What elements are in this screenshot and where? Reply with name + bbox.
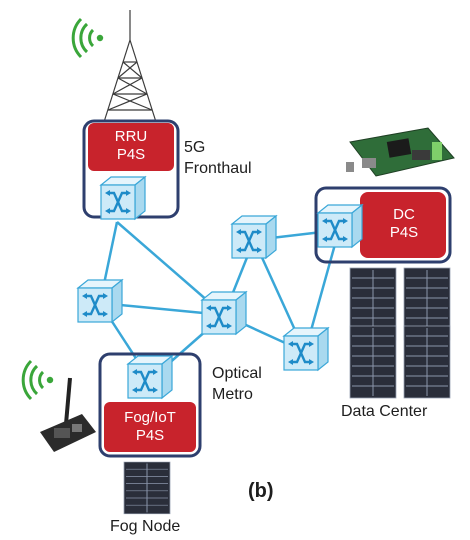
server-rack-icon <box>123 461 171 515</box>
fog-node-label: Fog Node <box>110 518 181 535</box>
rru-p4s-label: RRU P4S <box>88 128 174 164</box>
switch-icon <box>76 278 124 324</box>
switch-icon <box>200 290 248 336</box>
data-center-label: Data Center <box>341 403 428 420</box>
dc-region <box>314 186 452 264</box>
switch-icon <box>99 175 147 221</box>
metro-label-line2: Metro <box>212 386 253 403</box>
wireless-signal-icon <box>71 17 105 59</box>
server-rack-icon <box>349 267 451 399</box>
radio-tower-icon <box>103 10 157 123</box>
rru-p4s-box <box>88 123 174 171</box>
fog-label-line1: Fog/IoT <box>124 409 176 426</box>
rru-label-line2: P4S <box>116 146 146 163</box>
wireless-signal-icon <box>21 359 55 401</box>
optical-metro-label: Optical Metro <box>212 363 262 405</box>
dc-p4s-label: DC P4S <box>362 206 446 242</box>
panel-label: (b) <box>248 480 274 502</box>
switch-icon <box>126 354 174 400</box>
fog-p4s-label: Fog/IoT P4S <box>104 409 196 445</box>
switch-icon <box>230 214 278 260</box>
fog-p4s-box <box>104 402 196 452</box>
fronthaul-label-line2: Fronthaul <box>184 160 252 177</box>
fronthaul-label: 5G Fronthaul <box>184 137 252 179</box>
switch-icon <box>282 326 330 372</box>
dc-label-line2: P4S <box>389 224 419 241</box>
switch-icon <box>316 203 364 249</box>
metro-label-line1: Optical <box>212 365 262 382</box>
dc-p4s-box <box>360 192 446 258</box>
dc-label-line1: DC <box>393 206 415 223</box>
fronthaul-label-line1: 5G <box>184 139 206 156</box>
iot-board-icon <box>40 377 96 452</box>
fog-label-line2: P4S <box>135 427 165 444</box>
circuit-board-icon <box>346 127 455 177</box>
fog-region <box>98 352 202 458</box>
rru-label-line1: RRU <box>114 128 148 145</box>
